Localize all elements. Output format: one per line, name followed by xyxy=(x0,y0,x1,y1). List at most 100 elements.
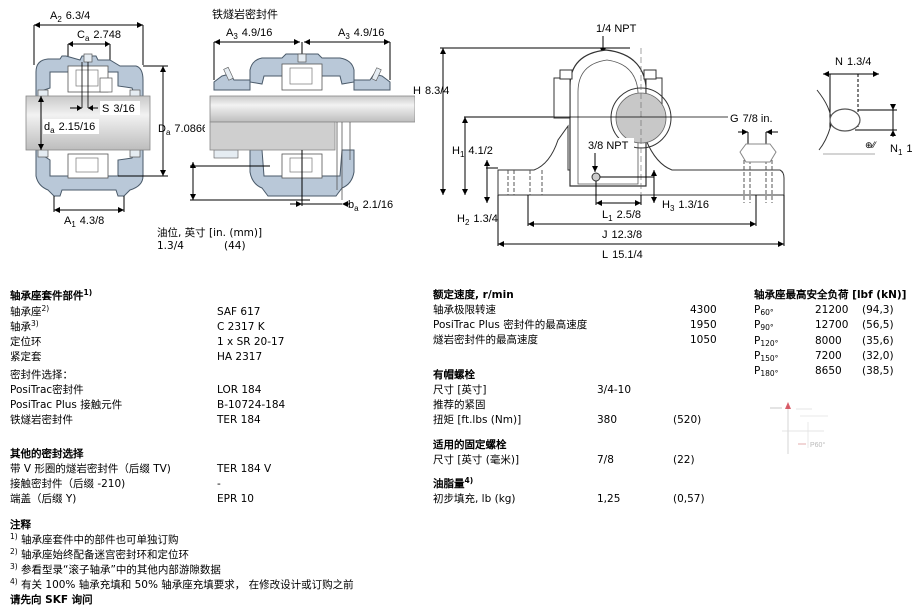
note-item: 2) 轴承座始终配备迷宫密封环和定位环 xyxy=(10,547,190,561)
taconite-seal-title: 铁燧岩密封件 xyxy=(212,7,278,21)
npt-side-label: 3/8 NPT xyxy=(588,140,629,152)
speed-row-value: 1950 xyxy=(690,319,717,331)
load-row-kn: (94,3) xyxy=(862,304,894,316)
other-seal-value: EPR 10 xyxy=(217,493,254,505)
housing-kit-title: 轴承座套件部件1) xyxy=(10,288,93,302)
seal-row-value: LOR 184 xyxy=(217,384,262,396)
seal-row-label: 铁燧岩密封件 xyxy=(10,414,73,426)
cap-bolt-torque-label-2: 扭矩 [ft.lbs (Nm)] xyxy=(433,414,522,426)
speed-row-label: PosiTrac Plus 密封件的最高速度 xyxy=(433,319,588,331)
other-seals-title: 其他的密封选择 xyxy=(10,448,84,460)
load-direction-diagram: P60° xyxy=(770,402,828,454)
other-seal-label: 带 V 形圈的燧岩密封件（后缀 TV) xyxy=(10,463,171,475)
other-seal-value: TER 184 V xyxy=(217,463,272,475)
attachment-bolts-title: 适用的固定螺栓 xyxy=(433,439,507,451)
load-row-label: P60° xyxy=(754,304,774,317)
load-row-kn: (35,6) xyxy=(862,334,894,347)
attachment-bolt-size-value: 7/8 xyxy=(597,454,614,466)
load-row-lbf: 21200 xyxy=(815,304,849,316)
seal-row-label: PosiTrac密封件 xyxy=(10,384,84,396)
kit-row-label: 轴承3) xyxy=(10,319,39,333)
other-seal-label: 接触密封件（后缀 -210) xyxy=(10,478,126,490)
grease-value-kg: (0,57) xyxy=(673,493,705,505)
oil-level-mm: (44) xyxy=(224,240,246,252)
load-row-lbf: 12700 xyxy=(815,319,849,332)
note-item: 3) 参看型录“滚子轴承”中的其他内部游隙数据 xyxy=(10,562,221,576)
cap-bolt-torque-nm: (520) xyxy=(673,414,702,426)
kit-row-label: 定位环 xyxy=(10,336,42,348)
speed-title: 额定速度, r/min xyxy=(433,289,514,301)
load-row-kn: (32,0) xyxy=(862,349,894,362)
kit-row-value: HA 2317 xyxy=(217,351,263,363)
seal-row-value: B-10724-184 xyxy=(217,399,286,411)
attachment-bolt-size-mm: (22) xyxy=(673,454,695,466)
load-row-kn: (38,5) xyxy=(862,365,894,378)
grease-label: 初步填充, lb (kg) xyxy=(433,493,516,505)
kit-row-value: SAF 617 xyxy=(217,306,261,318)
notes-title: 注释 xyxy=(10,519,31,531)
kit-row-value: 1 x SR 20-17 xyxy=(217,336,285,348)
load-row-lbf: 7200 xyxy=(815,349,842,362)
seal-selection-title: 密封件选择： xyxy=(10,369,73,381)
load-row-kn: (56,5) xyxy=(862,319,894,332)
speed-row-value: 1050 xyxy=(690,334,717,346)
load-row-lbf: 8000 xyxy=(815,334,842,347)
speed-row-value: 4300 xyxy=(690,304,717,316)
speed-row-label: 轴承极限转速 xyxy=(433,304,496,316)
load-row-lbf: 8650 xyxy=(815,365,842,378)
npt-top-label: 1/4 NPT xyxy=(596,23,637,35)
load-row-label: P150° xyxy=(754,349,779,363)
cap-bolts-title: 有帽螺栓 xyxy=(433,369,475,381)
note-item: 4) 有关 100% 轴承充填和 50% 轴承座充填要求， 在修改设计或订购之前 xyxy=(10,577,354,591)
grease-value: 1,25 xyxy=(597,493,621,505)
seal-row-value: TER 184 xyxy=(217,414,261,426)
other-seal-value: - xyxy=(217,478,221,490)
kit-row-label: 紧定套 xyxy=(10,351,42,363)
oil-level-in: 1.3/4 xyxy=(157,240,184,252)
oil-level-arrow xyxy=(190,162,196,200)
attachment-bolt-size-label: 尺寸 [英寸 (毫米)] xyxy=(433,454,520,466)
max-load-title: 轴承座最高安全负荷 [lbf (kN)] xyxy=(754,289,907,301)
other-seal-label: 端盖（后缀 Y) xyxy=(10,493,77,505)
note-item: 1) 轴承座套件中的部件也可单独订购 xyxy=(10,532,179,546)
cap-bolt-size-label: 尺寸 [英寸] xyxy=(433,384,487,396)
grease-title: 油脂量4) xyxy=(433,476,474,490)
parallelism-symbol: ⊕⁄⁄ xyxy=(865,140,877,150)
kit-row-value: C 2317 K xyxy=(217,321,265,333)
cap-bolt-torque-value: 380 xyxy=(597,414,618,426)
cap-bolt-size-value: 3/4-10 xyxy=(597,384,632,396)
load-row-label: P180° xyxy=(754,365,779,379)
cap-bolt-torque-label-1: 推荐的紧固 xyxy=(433,399,486,411)
notes-final: 请先向 SKF 询问 xyxy=(10,594,93,606)
seal-row-label: PosiTrac Plus 接触元件 xyxy=(10,399,123,411)
load-row-label: P120° xyxy=(754,334,779,348)
load-row-label: P90° xyxy=(754,319,774,333)
load-diagram-label: P60° xyxy=(810,441,825,449)
speed-row-label: 燧岩密封件的最高速度 xyxy=(433,334,538,346)
kit-row-label: 轴承座2) xyxy=(10,304,50,318)
oil-level-label: 油位, 英寸 [in. (mm)] xyxy=(157,227,263,239)
